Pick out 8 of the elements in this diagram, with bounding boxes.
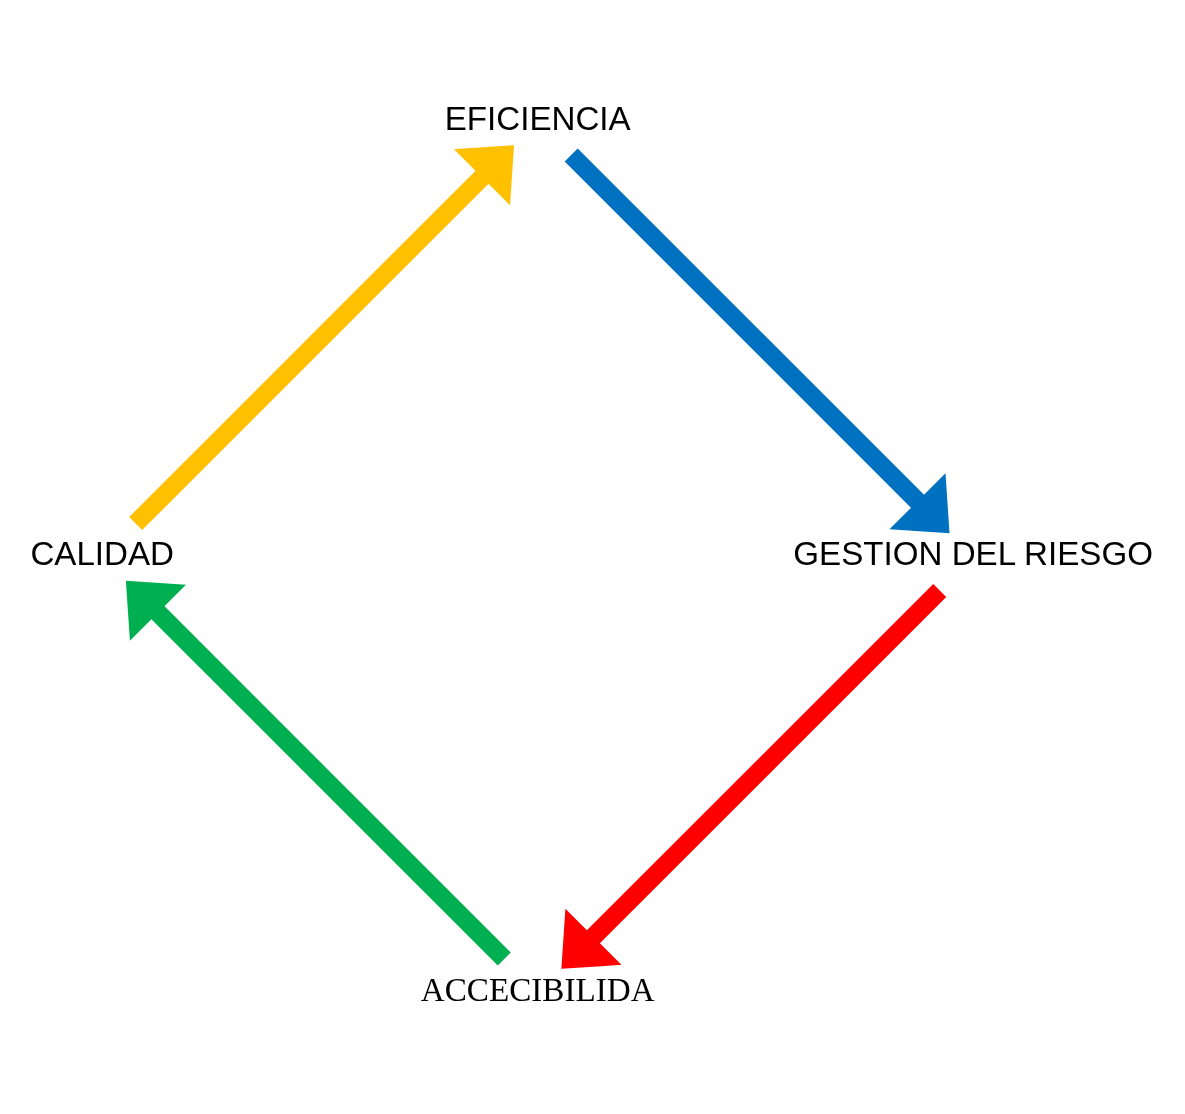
arrow bbox=[129, 145, 515, 531]
arrow bbox=[561, 583, 947, 969]
node-text: ACCECIBILIDA bbox=[420, 970, 655, 1008]
node-text: EFICIENCIA bbox=[444, 99, 631, 137]
arrow bbox=[564, 148, 950, 534]
node-text: GESTION DEL RIESGO bbox=[793, 535, 1154, 573]
arrow bbox=[125, 580, 511, 966]
node-text: CALIDAD bbox=[30, 535, 175, 573]
